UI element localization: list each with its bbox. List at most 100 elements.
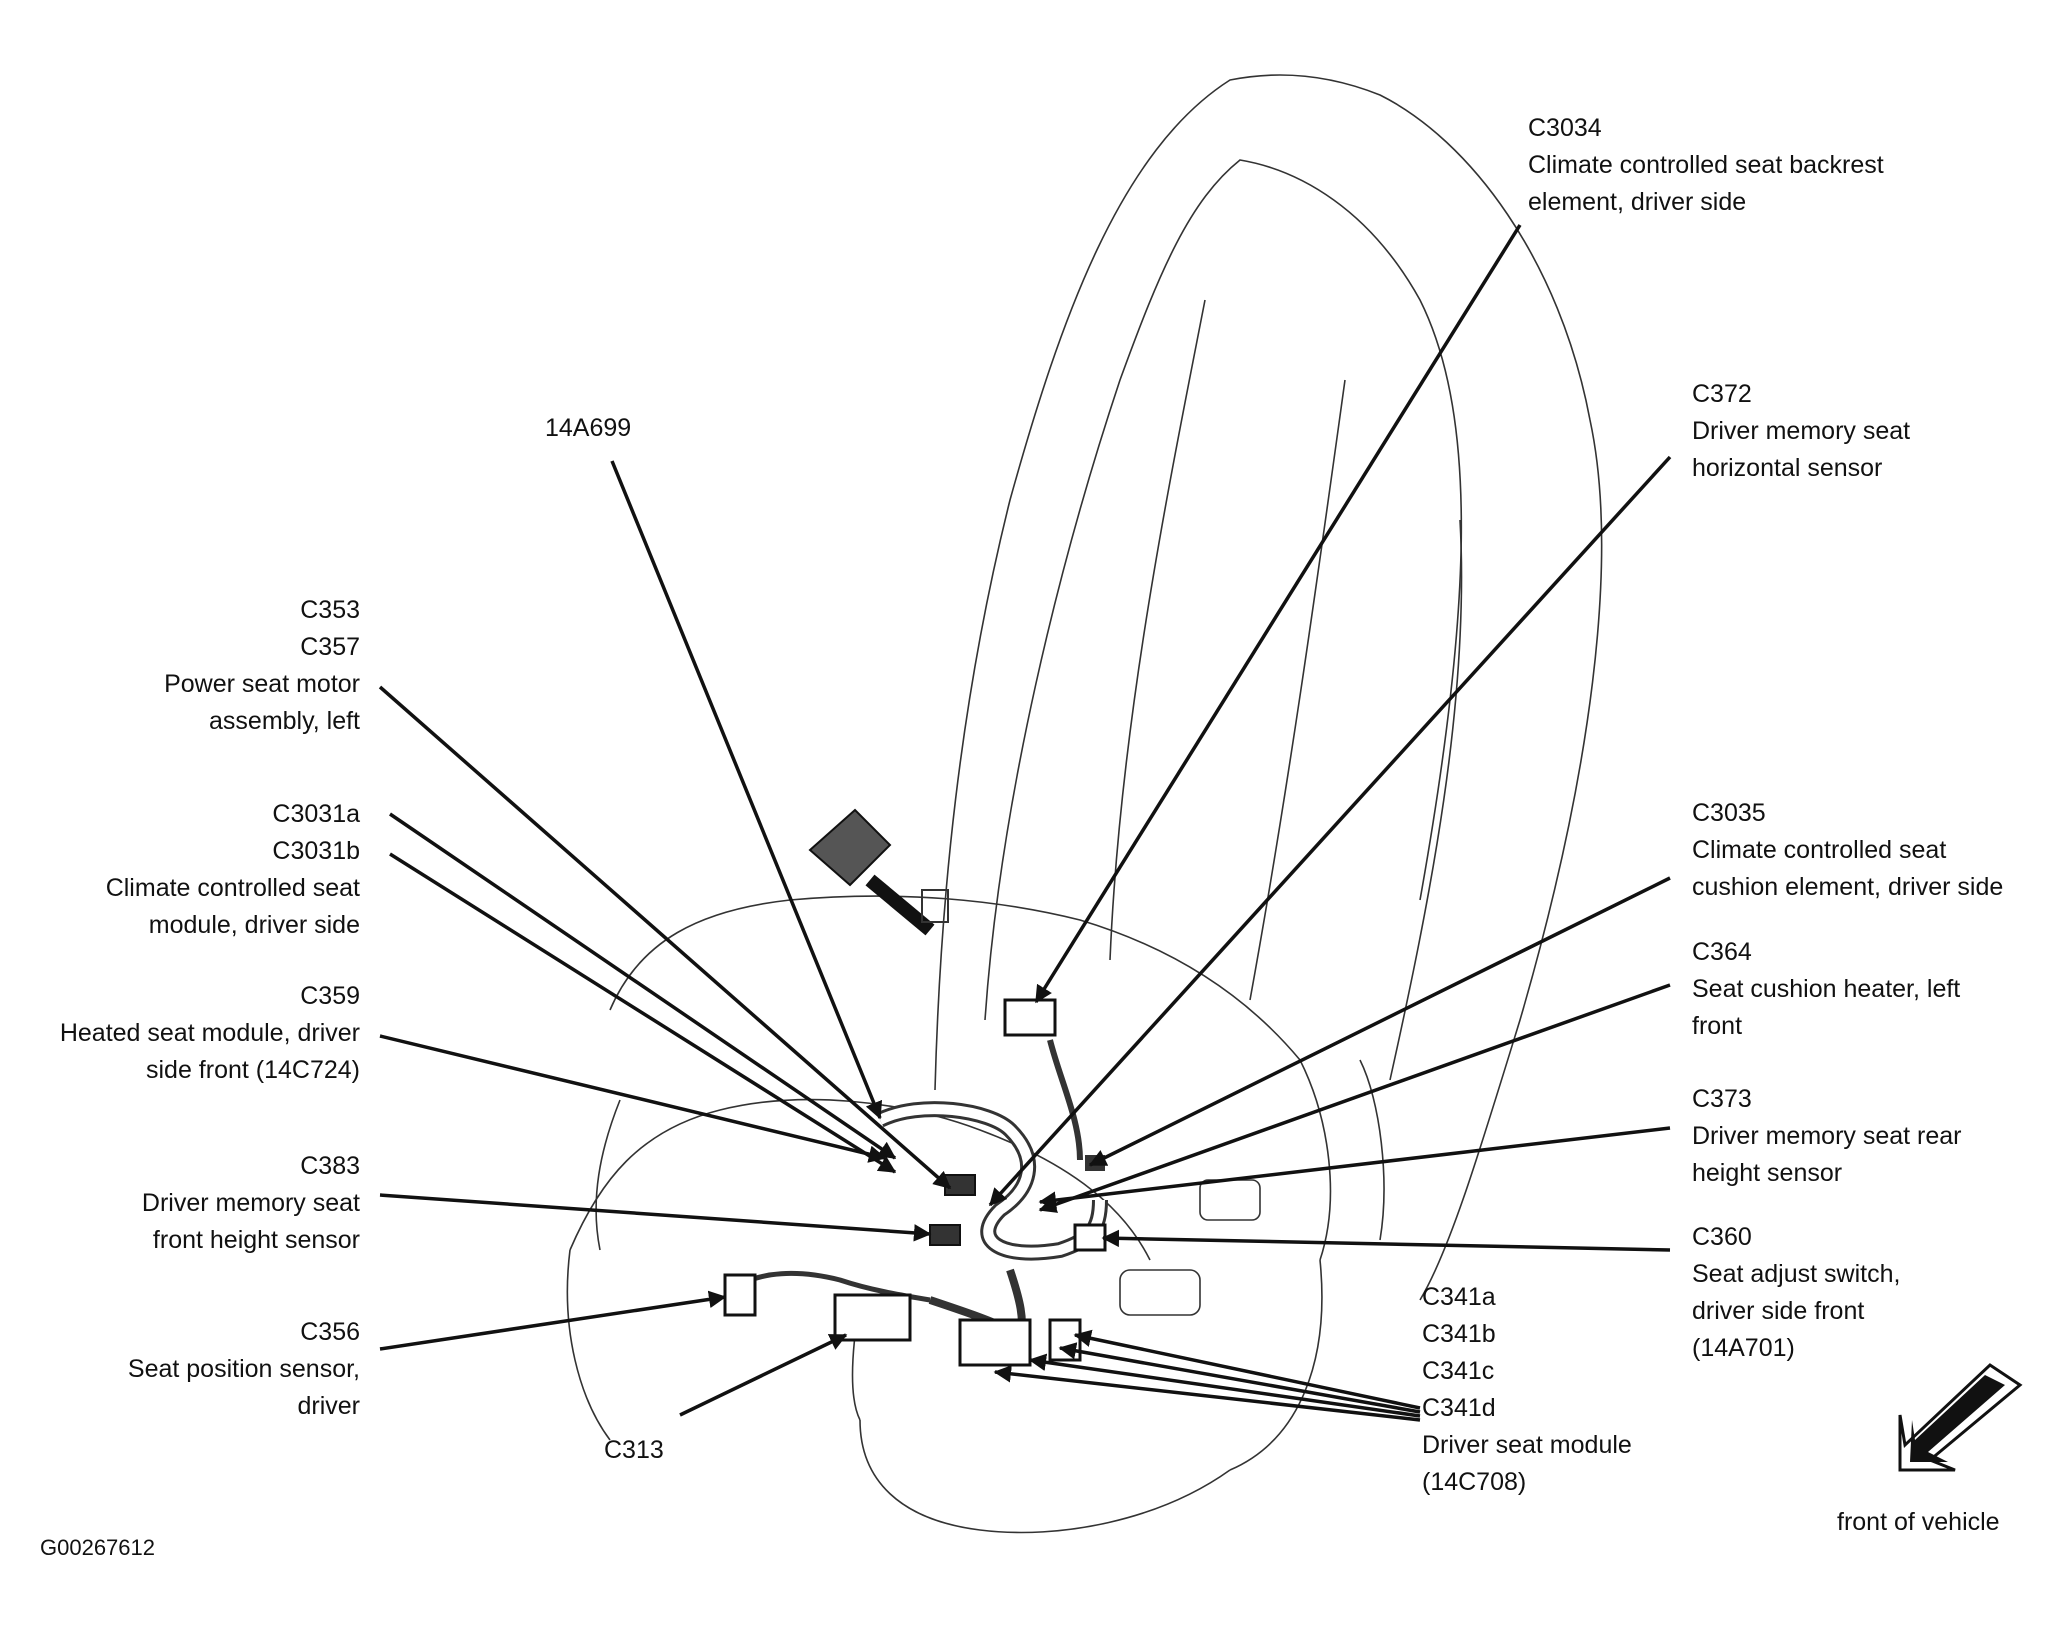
leader-c360 [1101, 1229, 1671, 1252]
callout-desc: front height sensor [152, 1226, 360, 1254]
connector-c341-shape-b [1048, 1318, 1082, 1362]
seat-backrest-seam-right [1249, 379, 1346, 1001]
callout-desc: Power seat motor [164, 670, 360, 698]
callout-desc: front [1692, 1012, 1743, 1040]
callout-desc: (14A701) [1692, 1334, 1795, 1362]
callout-c3034: C3034 Climate controlled seat backrest e… [1528, 110, 1884, 221]
callout-code: C341c [1422, 1357, 1495, 1385]
callout-code: C313 [604, 1436, 664, 1464]
callout-c383: C383 Driver memory seat front height sen… [142, 1148, 360, 1259]
leader-c341a [1073, 1329, 1421, 1410]
callout-c356: C356 Seat position sensor, driver [128, 1314, 360, 1425]
callout-desc: Climate controlled seat [105, 874, 360, 902]
seat-adjust-switch-shape [1119, 1269, 1201, 1316]
callout-desc: Seat cushion heater, left [1692, 975, 1961, 1003]
callout-c364: C364 Seat cushion heater, left front [1692, 934, 1960, 1045]
leader-c383 [379, 1193, 932, 1242]
seatbelt-buckle [808, 808, 949, 936]
connector-c360-shape [1073, 1223, 1107, 1252]
callout-desc: Seat position sensor, [127, 1355, 360, 1383]
callout-code: C341b [1422, 1320, 1496, 1348]
callout-code: C3031a [272, 800, 360, 828]
seat-illustration [566, 74, 1603, 1534]
leader-c373 [1038, 1126, 1671, 1209]
callout-code: C364 [1692, 938, 1752, 966]
callout-desc: cushion element, driver side [1692, 873, 2004, 901]
leader-c3031b [389, 852, 897, 1174]
connectors [723, 998, 1107, 1367]
callout-desc: Climate controlled seat backrest [1528, 151, 1884, 179]
callout-c359: C359 Heated seat module, driver side fro… [60, 978, 360, 1089]
leader-c353 [378, 685, 952, 1190]
callout-desc: driver side front [1692, 1297, 1865, 1325]
connector-c341-shape [958, 1318, 1032, 1367]
callout-desc: Driver seat module [1422, 1431, 1632, 1459]
callout-code: C356 [300, 1318, 360, 1346]
callout-code: C359 [300, 982, 360, 1010]
leader-c359 [379, 1034, 887, 1163]
callout-code: C353 [300, 596, 360, 624]
callout-desc: module, driver side [148, 911, 360, 939]
leader-c341b [1058, 1342, 1421, 1414]
callout-desc: (14C708) [1422, 1468, 1527, 1496]
rear-switch-shape [1199, 1179, 1261, 1221]
callout-c360: C360 Seat adjust switch, driver side fro… [1692, 1219, 1900, 1367]
callout-c373: C373 Driver memory seat rear height sens… [1692, 1081, 1962, 1192]
callout-code: C3034 [1528, 114, 1602, 142]
harness-inner [877, 1104, 1105, 1258]
leader-c3035 [1088, 876, 1671, 1167]
leader-c3034 [1034, 224, 1522, 1004]
callout-desc: Driver memory seat rear [1692, 1122, 1962, 1150]
callout-c3031: C3031a C3031b Climate controlled seat mo… [106, 796, 360, 944]
seat-backrest-outline [934, 74, 1603, 1301]
callout-code: C383 [300, 1152, 360, 1180]
leader-lines [378, 224, 1672, 1422]
callout-code: C341a [1422, 1283, 1496, 1311]
seat-base-bottom [859, 1419, 1231, 1534]
seat-base-left [566, 1249, 611, 1441]
seat-backrest-seam-left [1109, 299, 1206, 961]
leader-c341c [1028, 1353, 1421, 1418]
callout-desc: Climate controlled seat [1692, 836, 1947, 864]
seat-track-right [1359, 1059, 1385, 1241]
leader-c313 [679, 1333, 848, 1417]
leader-14a699 [610, 460, 883, 1120]
connector-c3031-shape [944, 1174, 976, 1196]
callout-desc: side front (14C724) [145, 1056, 360, 1084]
callout-desc: assembly, left [209, 707, 360, 735]
front-of-vehicle-label: front of vehicle [1837, 1508, 2000, 1536]
leader-c364 [1038, 983, 1671, 1213]
seat-base-right [1229, 1259, 1323, 1471]
callout-c313: C313 [604, 1432, 664, 1469]
callout-code: C360 [1692, 1223, 1752, 1251]
leader-c356 [379, 1290, 727, 1351]
callout-14a699: 14A699 [545, 410, 631, 447]
callout-desc: Heated seat module, driver [59, 1019, 360, 1047]
wiring-harness [728, 1039, 1108, 1341]
callout-desc: Driver memory seat [1692, 417, 1911, 445]
callout-code: C3035 [1692, 799, 1766, 827]
leader-c372 [988, 455, 1672, 1207]
connector-c356-shape [723, 1273, 757, 1317]
callout-desc: height sensor [1692, 1159, 1843, 1187]
callout-c3035: C3035 Climate controlled seat cushion el… [1692, 795, 2003, 906]
callout-code: C372 [1692, 380, 1752, 408]
leader-c341d [993, 1365, 1421, 1422]
callout-code: 14A699 [545, 414, 632, 442]
callout-desc: Driver memory seat [141, 1189, 360, 1217]
callout-desc: horizontal sensor [1692, 454, 1883, 482]
callout-c372: C372 Driver memory seat horizontal senso… [1692, 376, 1910, 487]
connector-c3034-shape [1003, 998, 1057, 1037]
callout-c353: C353 C357 Power seat motor assembly, lef… [164, 592, 360, 740]
callout-desc: Seat adjust switch, [1692, 1260, 1901, 1288]
callout-code: C357 [300, 633, 360, 661]
leader-c3031a [389, 812, 897, 1160]
harness-to-backrest [1047, 1039, 1083, 1161]
seat-backrest-side [1389, 519, 1463, 1081]
callout-code: C373 [1692, 1085, 1752, 1113]
callout-code: C3031b [272, 837, 360, 865]
connector-c383-shape [929, 1224, 961, 1246]
seat-cushion-outline [609, 895, 1332, 1261]
callout-desc: driver [297, 1392, 360, 1420]
